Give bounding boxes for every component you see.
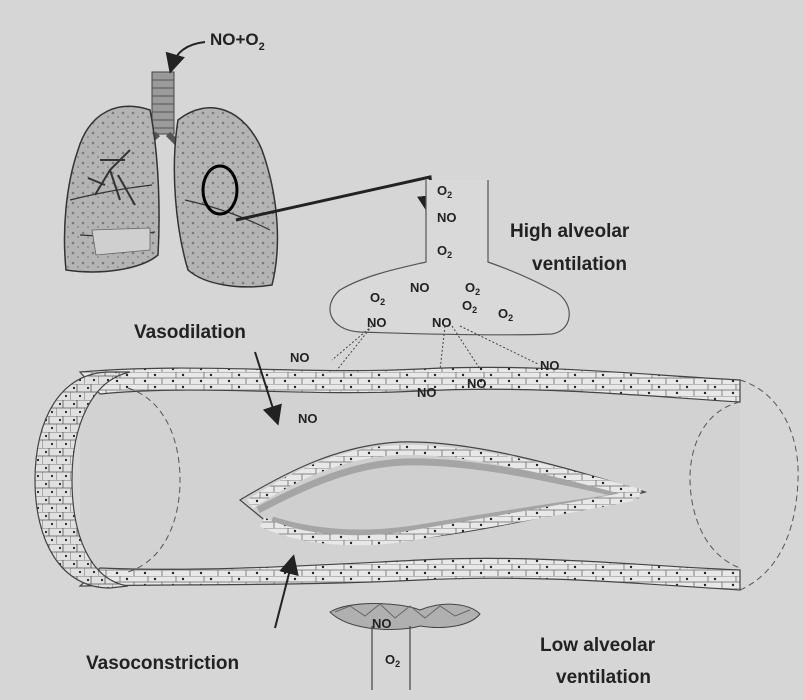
vasodilation-label: Vasodilation <box>134 322 246 343</box>
lower-alveolus <box>330 604 480 691</box>
svg-text:NO: NO <box>437 210 457 225</box>
low-ventilation-label: Low alveolar <box>540 635 656 656</box>
right-lung <box>174 108 277 287</box>
svg-text:NO: NO <box>417 385 437 400</box>
high-ventilation-label-line2: ventilation <box>532 254 627 275</box>
vessel-right-end <box>740 380 798 590</box>
low-ventilation-label-line2: ventilation <box>556 667 651 688</box>
blood-vessel <box>35 367 798 590</box>
svg-text:O2: O2 <box>385 652 400 669</box>
svg-text:NO: NO <box>540 358 560 373</box>
vasoconstriction-label: Vasoconstriction <box>86 653 239 674</box>
svg-text:NO: NO <box>290 350 310 365</box>
svg-text:NO: NO <box>298 411 318 426</box>
svg-text:NO: NO <box>410 280 430 295</box>
svg-text:NO: NO <box>372 616 392 631</box>
svg-text:NO: NO <box>367 315 387 330</box>
svg-text:NO: NO <box>467 376 487 391</box>
lungs-illustration <box>65 72 278 287</box>
inhale-arrow <box>172 42 205 66</box>
inhaled-gas-label: NO+O2 <box>210 30 265 53</box>
high-ventilation-label: High alveolar <box>510 221 630 242</box>
svg-text:NO: NO <box>432 315 452 330</box>
